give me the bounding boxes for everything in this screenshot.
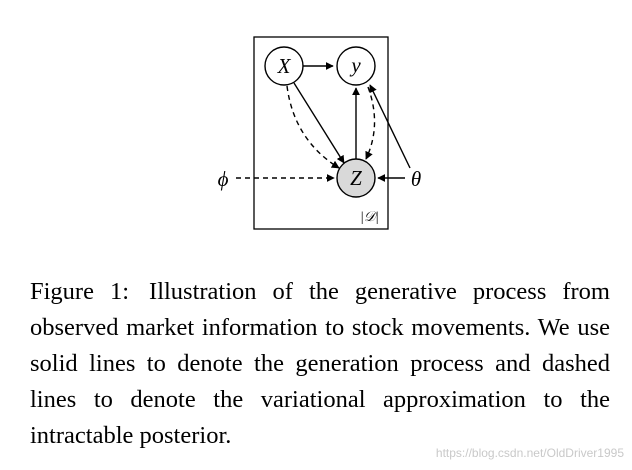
- node-x-label: X: [277, 54, 292, 78]
- figure-caption-prefix: Figure 1:: [30, 278, 130, 305]
- node-theta-label: θ: [411, 167, 421, 191]
- watermark-url: https://blog.csdn.net/OldDriver1995: [435, 446, 624, 460]
- node-phi-label: ϕ: [218, 167, 229, 191]
- plate-label: |𝒟|: [360, 210, 379, 225]
- node-z-label: Z: [350, 166, 362, 190]
- edge-y-to-z-variational: [365, 86, 376, 160]
- edge-theta-to-y: [369, 84, 411, 169]
- figure-caption: Figure 1: Illustration of the generative…: [30, 274, 610, 454]
- figure-caption-text: Illustration of the generative process f…: [30, 278, 610, 449]
- edge-x-to-z: [293, 82, 345, 164]
- plate-box: [253, 36, 389, 230]
- graphical-model-diagram: |𝒟| X y Z ϕ θ: [218, 36, 421, 230]
- node-y: y: [336, 46, 376, 86]
- edge-x-to-z-variational: [286, 85, 340, 169]
- node-y-label: y: [349, 53, 361, 77]
- node-x: X: [264, 46, 304, 86]
- node-z: Z: [336, 158, 376, 198]
